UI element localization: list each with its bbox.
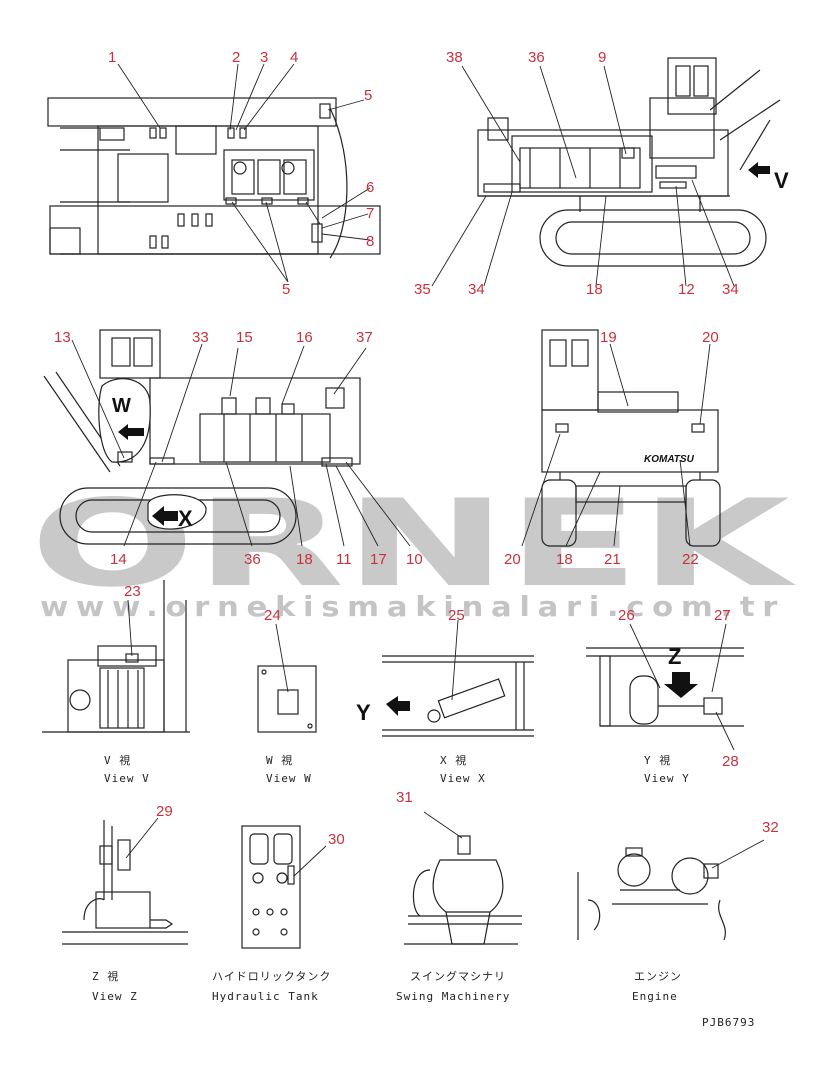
callout-11: 11 [336,551,352,568]
view-v-drawing [42,580,190,733]
callout-10: 10 [406,551,423,568]
right-side-leaders [431,65,735,287]
callout-6: 6 [366,179,374,196]
view-v-arrow-label: V [774,168,789,193]
callout-4: 4 [290,49,298,66]
callout-18-left: 18 [296,551,313,568]
callout-27: 27 [714,607,731,624]
view-y-leaders [629,623,735,751]
view-v-caption-en: View V [104,772,150,785]
callout-21: 21 [604,551,621,568]
callout-22: 22 [682,551,699,568]
callout-15: 15 [236,329,253,346]
callout-20: 20 [702,329,719,346]
view-x-caption-en: View X [440,772,486,785]
callout-18: 18 [586,281,603,298]
callout-16: 16 [296,329,313,346]
callout-19: 19 [600,329,617,346]
callout-34-right: 34 [722,281,739,298]
rear-view-leaders [521,343,711,547]
w-view-label: W [112,395,131,417]
hydraulic-tank-drawing [241,825,301,949]
top-view-drawing [47,97,381,259]
left-side-view-drawing [43,329,361,545]
view-y-caption-jp: Y 視 [644,753,671,767]
swing-machinery-caption-en: Swing Machinery [396,990,510,1003]
view-w-caption-jp: W 視 [266,753,293,767]
left-side-leaders [71,339,411,547]
callout-38: 38 [446,49,463,66]
callout-20-lower: 20 [504,551,521,568]
callout-17: 17 [370,551,387,568]
view-y-drawing [586,647,744,727]
callout-35: 35 [414,281,431,298]
callout-8: 8 [366,233,374,250]
view-y-caption-en: View Y [644,772,690,785]
view-z-drawing [62,820,188,945]
callout-28: 28 [722,753,739,770]
callout-23: 23 [124,583,141,600]
callout-33: 33 [192,329,209,346]
rear-view-callouts: 19 20 20 18 21 22 [504,329,719,568]
top-view-leaders [117,63,371,283]
callout-9: 9 [598,49,606,66]
view-v-caption-jp: V 視 [104,753,131,767]
callout-14: 14 [110,551,127,568]
callout-25: 25 [448,607,465,624]
right-side-view-drawing [477,57,781,267]
view-x-drawing [382,655,534,737]
callout-12: 12 [678,281,695,298]
view-w-drawing [257,665,317,733]
callout-7: 7 [366,205,374,222]
z-view-arrow-label: Z [668,644,681,669]
callout-3: 3 [260,49,268,66]
callout-18-rear: 18 [556,551,573,568]
y-view-arrow-label: Y [356,700,371,725]
engine-drawing [577,847,726,941]
view-z-caption-en: View Z [92,990,138,1003]
view-z-caption-jp: Z 視 [92,969,119,983]
callout-26: 26 [618,607,635,624]
engine-caption-en: Engine [632,990,678,1003]
callout-13: 13 [54,329,71,346]
hydraulic-tank-caption-jp: ハイドロリックタンク [212,970,331,983]
x-view-label: X [178,506,193,531]
right-side-callouts: 38 36 9 35 34 18 12 34 [414,49,739,298]
callout-24: 24 [264,607,281,624]
view-w-caption-en: View W [266,772,312,785]
callout-5: 5 [364,87,372,104]
callout-2: 2 [232,49,240,66]
callout-31: 31 [396,789,413,806]
engine-caption-jp: エンジン [634,970,682,983]
callout-1: 1 [108,49,116,66]
swing-machinery-drawing [404,835,522,945]
watermark-url: www.ornekismakinalari.com.tr [40,590,785,623]
swing-machinery-caption-jp: スイングマシナリ [410,969,506,983]
callout-34: 34 [468,281,485,298]
callout-5-lower: 5 [282,281,290,298]
top-view-callouts: 1 2 3 4 5 6 7 8 5 [108,49,374,298]
callout-37: 37 [356,329,373,346]
callout-36-left: 36 [244,551,261,568]
callout-29: 29 [156,803,173,820]
komatsu-logo: KOMATSU [644,454,695,465]
left-side-callouts: 13 33 15 16 37 14 36 18 11 17 10 [54,329,423,568]
document-code: PJB6793 [702,1016,755,1029]
callout-36: 36 [528,49,545,66]
callout-30: 30 [328,831,345,848]
hydraulic-tank-caption-en: Hydraulic Tank [212,990,319,1003]
callout-32: 32 [762,819,779,836]
watermark: ORNEK www.ornekismakinalari.com.tr [30,475,796,623]
view-x-caption-jp: X 視 [440,753,467,767]
